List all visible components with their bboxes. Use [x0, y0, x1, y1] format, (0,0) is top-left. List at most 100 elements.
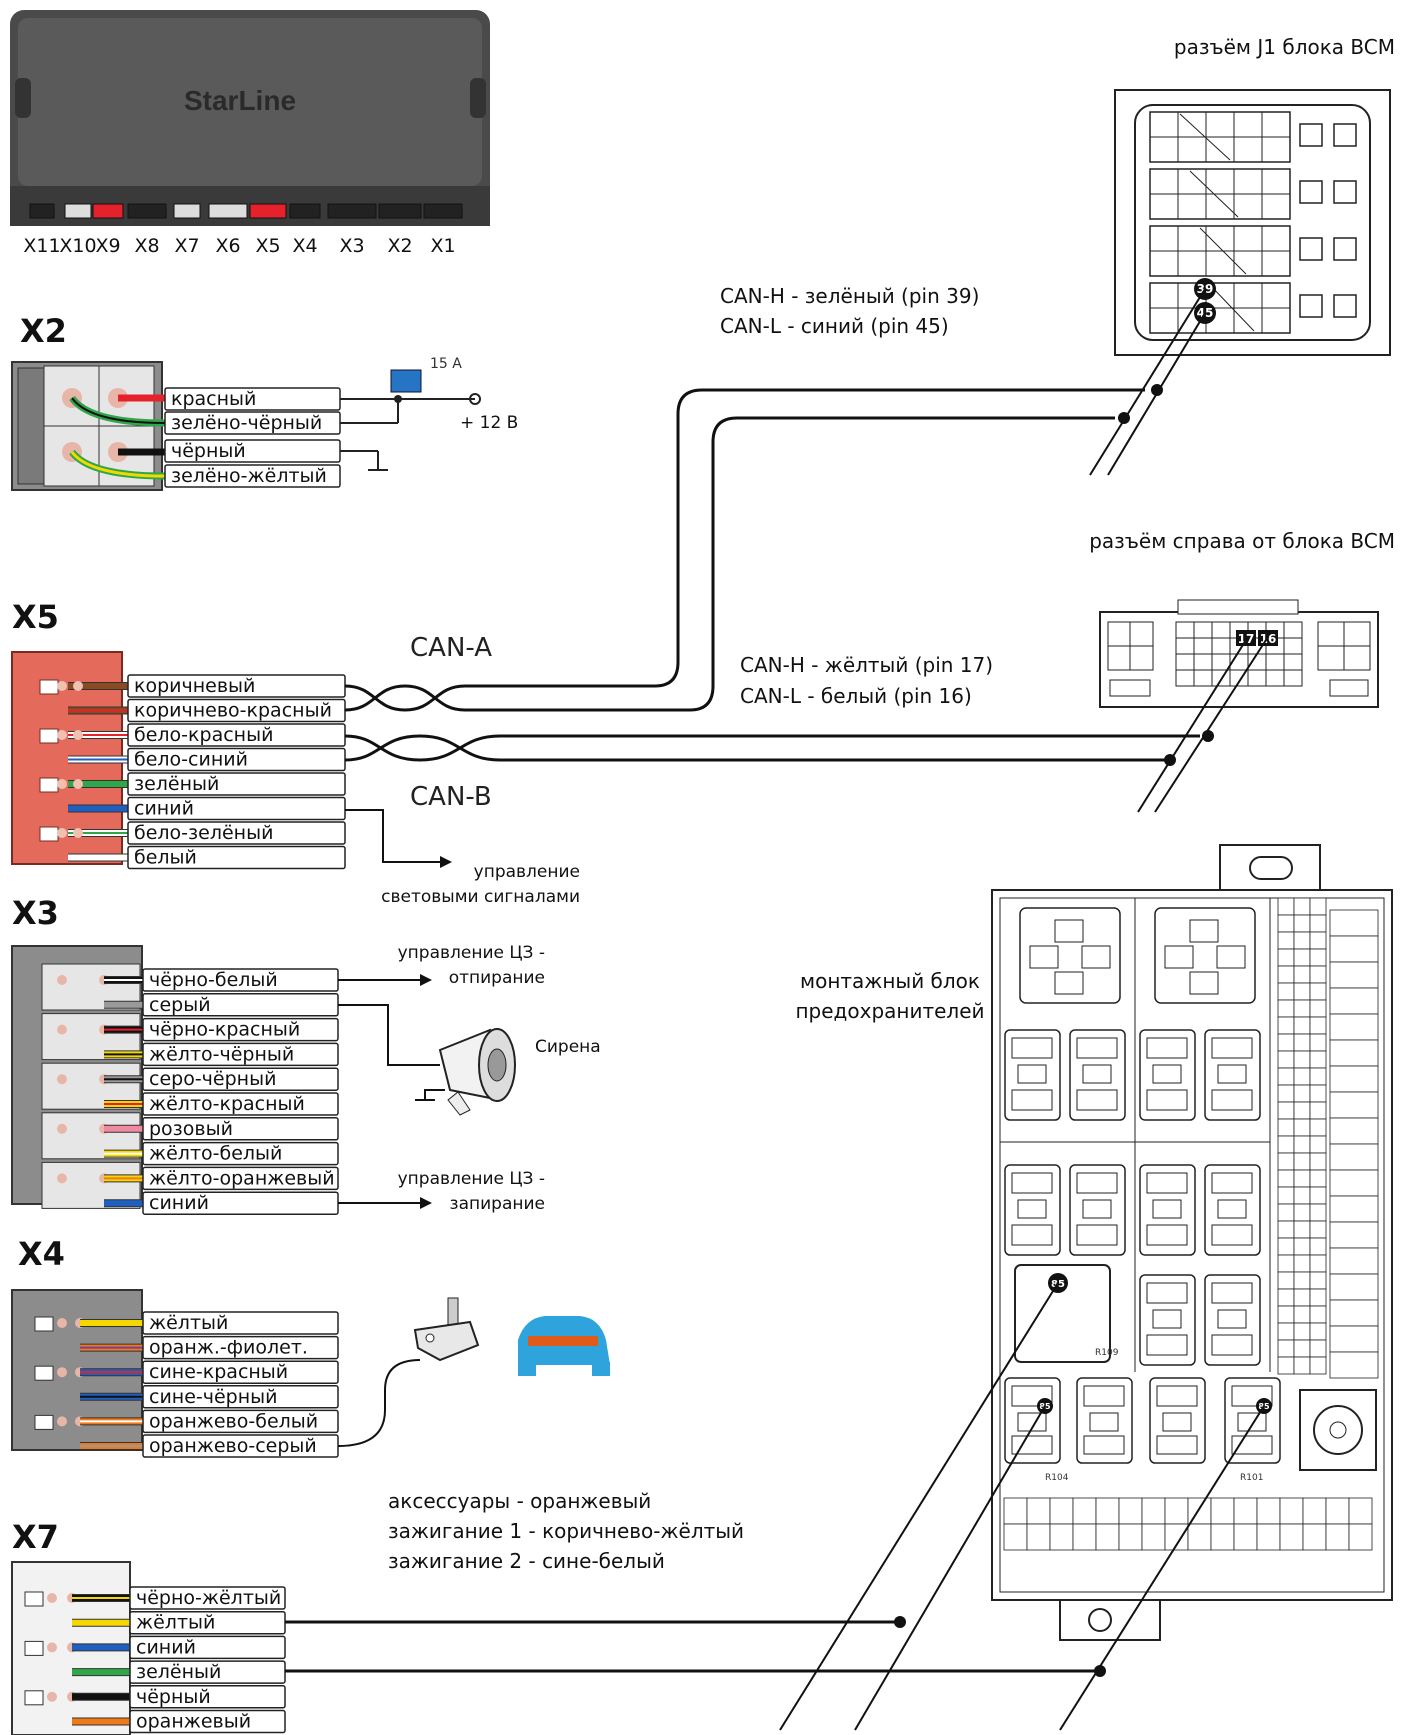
port-x6 — [208, 203, 248, 219]
lock-label-2: запирание — [450, 1194, 545, 1214]
x4-wire-label: сине-красный — [149, 1361, 288, 1383]
unlock-label-1: управление ЦЗ - — [398, 943, 545, 963]
x4-wire-label: оранжево-серый — [149, 1435, 317, 1457]
bcm-right-connector: разъём справа от блока BCM CAN-H - жёлты… — [740, 529, 1395, 813]
ignition-note-2: зажигание 1 - коричнево-жёлтый — [388, 1519, 744, 1543]
x3-wire-label: синий — [149, 1192, 209, 1214]
x2-wire-label: красный — [171, 388, 256, 410]
x2-connector: X2 красныйзелёно-чёрныйчёрныйзелёно-жёлт… — [11, 312, 518, 491]
x5-wire-label: белый — [134, 847, 197, 869]
relay-r104: R104 — [1045, 1473, 1069, 1483]
x4-wire-label: жёлтый — [149, 1312, 228, 1334]
x3-wire-label: розовый — [149, 1118, 233, 1140]
x4-title: X4 — [18, 1235, 65, 1273]
lock-label-1: управление ЦЗ - — [398, 1169, 545, 1189]
port-label: X9 — [95, 235, 120, 257]
port-label: X5 — [255, 235, 280, 257]
can-b-label: CAN-B — [410, 782, 492, 812]
x5-wire-label: синий — [134, 798, 194, 820]
port-x7 — [173, 203, 201, 219]
ignition-cables — [285, 1620, 1100, 1673]
port-label: X3 — [339, 235, 364, 257]
ignition-note-1: аксессуары - оранжевый — [388, 1489, 651, 1513]
x5-connector: X5 коричневый коричнево-красныйбело-красн… — [11, 598, 580, 907]
bcm-right-can-l: CAN-L - белый (pin 16) — [740, 684, 972, 708]
bcm-right-can-h: CAN-H - жёлтый (pin 17) — [740, 653, 993, 677]
unlock-label-2: отпирание — [449, 968, 545, 988]
port-x3 — [327, 203, 377, 219]
port-strip — [29, 203, 463, 219]
fuse-icon — [390, 369, 422, 393]
port-label: X2 — [387, 235, 412, 257]
fuse-block-title-1: монтажный блок — [800, 969, 980, 993]
x2-wire-label: зелёно-жёлтый — [171, 465, 327, 487]
port-label: X11 — [23, 235, 60, 257]
port-label: X6 — [215, 235, 240, 257]
bcm-j1-can-h: CAN-H - зелёный (pin 39) — [720, 284, 979, 308]
x3-wire-label: жёлто-оранжевый — [149, 1167, 335, 1189]
x5-title: X5 — [12, 598, 59, 636]
port-x10 — [64, 203, 92, 219]
x2-title: X2 — [20, 312, 67, 350]
port-label: X7 — [174, 235, 199, 257]
x7-wire-label: синий — [136, 1636, 196, 1658]
x3-wire-label: жёлто-белый — [149, 1143, 282, 1165]
x5-wire-label: бело-красный — [134, 724, 273, 746]
port-label: X4 — [292, 235, 317, 257]
port-x9 — [92, 203, 124, 219]
siren-icon — [438, 1028, 516, 1116]
x7-wire-label: оранжевый — [136, 1711, 251, 1733]
x5-wire-label: коричневый — [134, 675, 255, 697]
can-b-cables — [344, 734, 1200, 762]
can-a-label: CAN-A — [410, 633, 492, 663]
x3-wire-label: чёрно-белый — [149, 969, 278, 991]
x7-title: X7 — [12, 1518, 59, 1556]
hood-sensor-icon — [413, 1297, 480, 1362]
light-control-label-1: управление — [474, 862, 580, 882]
port-label: X10 — [59, 235, 96, 257]
bcm-j1-connector: разъём J1 блока BCM CAN-H - зелёный (pin… — [720, 35, 1395, 476]
power-label: + 12 В — [460, 413, 518, 433]
can-a-cables — [344, 388, 1145, 712]
x7-wire-label: чёрно-жёлтый — [136, 1587, 281, 1609]
port-x11 — [29, 203, 55, 219]
pin-16: 16 — [1260, 632, 1277, 646]
bcm-j1-title: разъём J1 блока BCM — [1174, 35, 1395, 59]
ignition-notes: аксессуары - оранжевый зажигание 1 - кор… — [388, 1489, 744, 1573]
x5-wire-label: коричнево-красный — [134, 700, 332, 722]
x5-wire-label: зелёный — [134, 773, 219, 795]
brand-logo: StarLine — [184, 85, 296, 116]
x3-wire-label: чёрно-красный — [149, 1019, 300, 1041]
fuse-block-title-2: предохранителей — [795, 999, 984, 1023]
x4-connector: X4 жёлтый оранж.-фиолет.сине-красный сине-… — [11, 1235, 610, 1458]
relay-r101: R101 — [1240, 1473, 1263, 1483]
x5-wire-label: бело-синий — [134, 749, 248, 771]
siren-label: Сирена — [535, 1037, 601, 1057]
x4-wire-label: сине-чёрный — [149, 1386, 278, 1408]
x3-wire-label: серый — [149, 994, 211, 1016]
bcm-right-title: разъём справа от блока BCM — [1089, 529, 1395, 553]
port-x2 — [378, 203, 422, 219]
fuse-block: монтажный блок предохранителей R109 85 R… — [795, 844, 1393, 1641]
pin-17: 17 — [1238, 632, 1255, 646]
ignition-taps — [779, 1282, 1265, 1731]
x4-wire-label: оранж.-фиолет. — [149, 1337, 308, 1359]
port-x8 — [127, 203, 167, 219]
light-control-label-2: световыми сигналами — [381, 887, 580, 907]
bcm-j1-can-l: CAN-L - синий (pin 45) — [720, 314, 949, 338]
port-label: X8 — [134, 235, 159, 257]
x3-connector: X3 чёрно-белыйсерыйчёрно-красныйжёлто-чё… — [11, 894, 601, 1215]
fuse-rating: 15 A — [430, 356, 462, 372]
port-x1 — [423, 203, 463, 219]
ignition-note-3: зажигание 2 - сине-белый — [388, 1549, 665, 1573]
x2-wire-label: чёрный — [171, 440, 246, 462]
x7-wire-label: чёрный — [136, 1686, 211, 1708]
port-x5 — [249, 203, 287, 219]
x3-wire-label: жёлто-красный — [149, 1093, 305, 1115]
x7-connector: X7 чёрно-жёлтыйжёлтыйсинийзелёныйчёрныйо… — [11, 1518, 286, 1735]
port-label: X1 — [430, 235, 455, 257]
x3-wire-label: жёлто-чёрный — [149, 1043, 294, 1065]
